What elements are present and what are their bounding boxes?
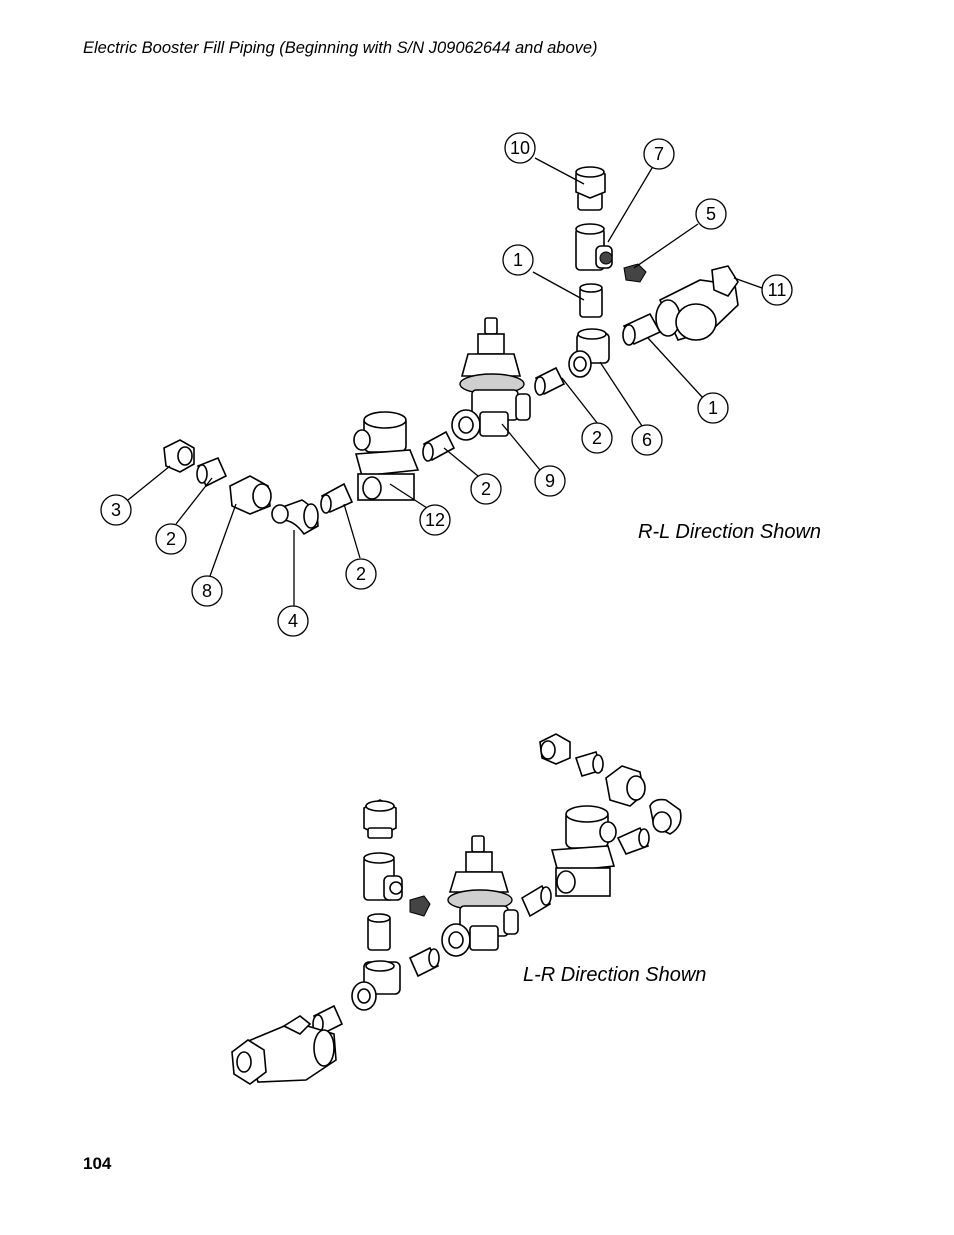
pipe-nipple-part [574, 751, 604, 777]
hex-bushing-part [539, 733, 571, 765]
callout-2-a: 2 [581, 422, 613, 454]
solenoid-valve-part [550, 805, 617, 897]
y-strainer-part [655, 265, 739, 341]
pipe-plug-part [623, 263, 647, 283]
callout-12: 12 [419, 504, 451, 536]
hex-bushing-part [163, 439, 195, 473]
callout-2-b: 2 [470, 473, 502, 505]
svg-text:9: 9 [545, 471, 555, 491]
pipe-elbow-part [649, 798, 682, 835]
tee-fitting-part [363, 852, 403, 901]
hex-bushing-part [363, 799, 397, 839]
callout-1-upper: 1 [502, 244, 534, 276]
pipe-nipple-part [196, 456, 228, 488]
page-number: 104 [83, 1154, 112, 1173]
svg-text:1: 1 [513, 250, 523, 270]
svg-text:2: 2 [166, 529, 176, 549]
solenoid-valve-part [353, 411, 420, 501]
y-strainer-part [231, 1015, 337, 1085]
rl-assembly: 10 7 5 1 11 1 2 6 9 2 3 2 8 12 2 4 [100, 132, 793, 637]
svg-text:12: 12 [425, 510, 445, 530]
view-label-lr: L-R Direction Shown [523, 964, 707, 986]
callout-6: 6 [631, 424, 663, 456]
svg-text:1: 1 [708, 398, 718, 418]
svg-text:5: 5 [706, 204, 716, 224]
leader-lines [127, 157, 763, 606]
pipe-nipple-part [320, 482, 354, 514]
view-label-rl: R-L Direction Shown [638, 521, 822, 543]
pipe-nipple-part [520, 884, 552, 918]
page-header-title: Electric Booster Fill Piping (Beginning … [83, 39, 598, 57]
callout-4: 4 [277, 605, 309, 637]
pressure-regulator-part [451, 317, 531, 441]
pipe-nipple-part [408, 946, 440, 978]
tee-fitting-part [568, 328, 610, 378]
svg-text:8: 8 [202, 581, 212, 601]
pressure-regulator-part [441, 835, 519, 957]
hex-bushing-part [575, 166, 606, 211]
svg-text:10: 10 [510, 138, 530, 158]
pipe-nipple-part [422, 430, 456, 462]
pipe-nipple-part [367, 913, 391, 951]
callout-11: 11 [761, 274, 793, 306]
tee-fitting-part [351, 960, 401, 1011]
callout-7: 7 [643, 138, 675, 170]
callout-2-c: 2 [155, 523, 187, 555]
callout-3: 3 [100, 494, 132, 526]
callout-2-d: 2 [345, 558, 377, 590]
pipe-nipple-part [616, 826, 650, 855]
pipe-nipple-part [534, 366, 566, 396]
svg-text:4: 4 [288, 611, 298, 631]
callout-5: 5 [695, 198, 727, 230]
svg-text:6: 6 [642, 430, 652, 450]
callout-10: 10 [504, 132, 536, 164]
callout-1-lower: 1 [697, 392, 729, 424]
svg-text:3: 3 [111, 500, 121, 520]
svg-text:11: 11 [768, 280, 787, 300]
pipe-plug-part [409, 895, 431, 917]
pipe-nipple-part [622, 312, 662, 346]
svg-text:2: 2 [592, 428, 602, 448]
pipe-nipple-part [579, 283, 603, 318]
pipe-union-part [605, 765, 646, 807]
lr-assembly [231, 733, 682, 1085]
pipe-union-part [229, 475, 272, 515]
callout-8: 8 [191, 575, 223, 607]
svg-text:2: 2 [481, 479, 491, 499]
tee-fitting-part [575, 223, 613, 271]
pipe-elbow-part [271, 499, 319, 536]
svg-text:2: 2 [356, 564, 366, 584]
svg-text:7: 7 [654, 144, 664, 164]
callout-9: 9 [534, 465, 566, 497]
